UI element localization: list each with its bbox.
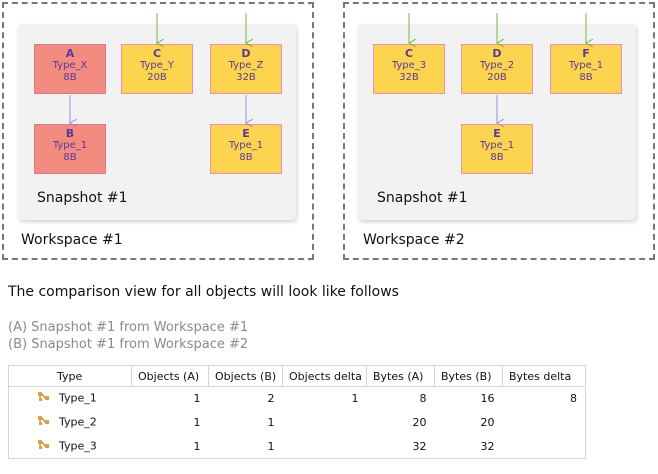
type-class-icon bbox=[37, 415, 51, 430]
snapshot-label-ws1: Snapshot #1 bbox=[37, 190, 128, 206]
comparison-caption: The comparison view for all objects will… bbox=[8, 284, 399, 300]
cell-bytes-b: 32 bbox=[480, 439, 495, 453]
type-class-icon bbox=[37, 439, 51, 454]
column-header-objects-delta[interactable]: Objects delta bbox=[282, 365, 367, 387]
cell-bytes-a: 20 bbox=[412, 416, 427, 429]
cell-objects-b: 1 bbox=[267, 416, 275, 429]
object-node: F Type_1 8B bbox=[550, 44, 622, 94]
column-header-bytes-delta[interactable]: Bytes delta bbox=[502, 365, 586, 387]
cell-objects-a: 1 bbox=[193, 416, 201, 429]
type-name: Type_3 bbox=[59, 439, 97, 453]
cell-bytes-a: 8 bbox=[419, 392, 427, 406]
column-header-type[interactable]: Type bbox=[8, 365, 132, 387]
table-row[interactable]: Type_2 1 1 20 20 bbox=[9, 411, 586, 435]
workspace-1 bbox=[2, 2, 314, 260]
cell-objects-a: 1 bbox=[193, 439, 201, 453]
cell-bytes-delta bbox=[503, 435, 586, 459]
cell-bytes-delta bbox=[503, 411, 586, 435]
object-node: D Type_Z 32B bbox=[210, 44, 282, 94]
cell-bytes-b: 20 bbox=[480, 416, 495, 429]
workspace-label-1: Workspace #1 bbox=[21, 232, 123, 248]
cell-objects-b: 2 bbox=[267, 392, 275, 406]
cell-objects-a: 1 bbox=[193, 392, 201, 406]
cell-objects-delta bbox=[283, 411, 367, 435]
column-header-bytes-b[interactable]: Bytes (B) bbox=[434, 365, 503, 387]
column-header-objects-a[interactable]: Objects (A) bbox=[131, 365, 209, 387]
cell-objects-delta: 1 bbox=[351, 392, 359, 406]
cell-bytes-delta: 8 bbox=[570, 392, 577, 406]
object-node: B Type_1 8B bbox=[34, 124, 106, 174]
cell-objects-delta bbox=[283, 435, 367, 459]
cell-bytes-a: 32 bbox=[412, 439, 427, 453]
type-name: Type_1 bbox=[59, 391, 97, 405]
snapshot-label-ws2: Snapshot #1 bbox=[377, 190, 468, 206]
table-row[interactable]: Type_3 1 1 32 32 bbox=[9, 435, 586, 459]
object-node: A Type_X 8B bbox=[34, 44, 106, 94]
type-name: Type_2 bbox=[59, 415, 97, 429]
object-node: C Type_3 32B bbox=[373, 44, 445, 94]
reference-arrows bbox=[0, 13, 658, 260]
legend-b: (B) Snapshot #1 from Workspace #2 bbox=[8, 337, 249, 352]
object-node: E Type_1 8B bbox=[210, 124, 282, 174]
cell-objects-b: 1 bbox=[267, 439, 275, 453]
comparison-table: Type Objects (A) Objects (B) Objects del… bbox=[8, 365, 586, 459]
type-class-icon bbox=[37, 391, 51, 406]
legend-a: (A) Snapshot #1 from Workspace #1 bbox=[8, 320, 249, 335]
table-header-row: Type Objects (A) Objects (B) Objects del… bbox=[8, 365, 586, 387]
column-header-bytes-a[interactable]: Bytes (A) bbox=[366, 365, 435, 387]
column-header-objects-b[interactable]: Objects (B) bbox=[208, 365, 283, 387]
table-row[interactable]: Type_1 1 2 1 8 16 8 bbox=[9, 387, 586, 411]
workspace-label-2: Workspace #2 bbox=[363, 232, 465, 248]
cell-bytes-b: 16 bbox=[480, 392, 495, 406]
workspace-2 bbox=[343, 2, 655, 260]
